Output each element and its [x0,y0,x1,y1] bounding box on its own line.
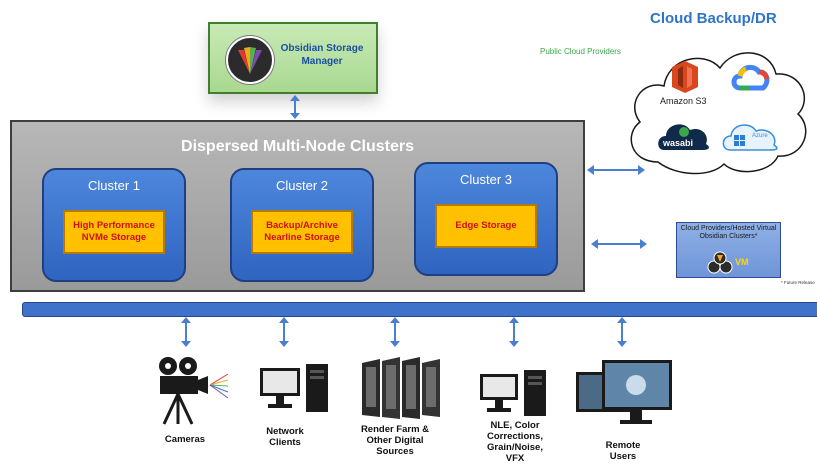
storage-tier: Backup/Archive Nearline Storage [251,210,353,254]
storage-manager-box: Obsidian Storage Manager [208,22,378,94]
device-arrow [279,317,289,347]
cluster-title: Cluster 2 [275,178,329,193]
vm-label: VM [735,257,749,267]
device-label: Render Farm & Other Digital Sources [360,424,430,457]
render-farm-icon [362,357,440,419]
hosted-link-arrow [591,239,647,249]
cloud-shape [630,52,807,175]
device-label: Cameras [164,434,206,445]
device-arrow [181,317,191,347]
azure-cloud-icon [722,124,778,151]
cluster-3: Cluster 3 Edge Storage [414,162,558,276]
future-release-note: * Future Release [781,280,815,285]
device-arrow [509,317,519,347]
device-label: Remote Users [605,440,641,462]
wasabi-icon [658,124,709,150]
device-arrow [390,317,400,347]
storage-tier: Edge Storage [435,204,537,248]
dispersed-clusters-panel: Dispersed Multi-Node Clusters Cluster 1 … [10,120,585,292]
amazon-s3-icon [672,61,698,93]
hosted-vm-box: Cloud Providers/Hosted Virtual Obsidian … [676,222,781,278]
camera-icon [159,357,229,425]
cluster-1: Cluster 1 High Performance NVMe Storage [42,168,186,282]
network-client-icon [260,364,328,412]
device-arrow [617,317,627,347]
vm-logo-icon [707,251,733,274]
remote-users-icon [576,360,672,424]
manager-link-arrow [290,95,300,119]
storage-tier: High Performance NVMe Storage [63,210,165,254]
device-label: NLE, Color Corrections, Grain/Noise, VFX [487,420,543,464]
cluster-2: Cluster 2 Backup/Archive Nearline Storag… [230,168,374,282]
hosted-vm-label: Cloud Providers/Hosted Virtual Obsidian … [680,225,777,240]
google-cloud-icon [731,64,770,91]
cloud-link-arrow [587,165,645,175]
amazon-s3-label: Amazon S3 [660,96,707,106]
storage-manager-label: Obsidian Storage Manager [280,43,364,67]
cloud-backup-title: Cloud Backup/DR [650,10,777,27]
cluster-title: Cluster 3 [459,172,513,187]
obsidian-logo-icon [226,36,274,84]
public-cloud-label: Public Cloud Providers [540,47,621,56]
device-label: Network Clients [266,426,304,448]
cluster-title: Cluster 1 [87,178,141,193]
azure-label: Azure [752,133,768,139]
nle-workstation-icon [480,370,546,416]
network-bus [22,302,817,317]
dispersed-clusters-title: Dispersed Multi-Node Clusters [181,138,414,155]
wasabi-label: wasabi [663,138,694,148]
